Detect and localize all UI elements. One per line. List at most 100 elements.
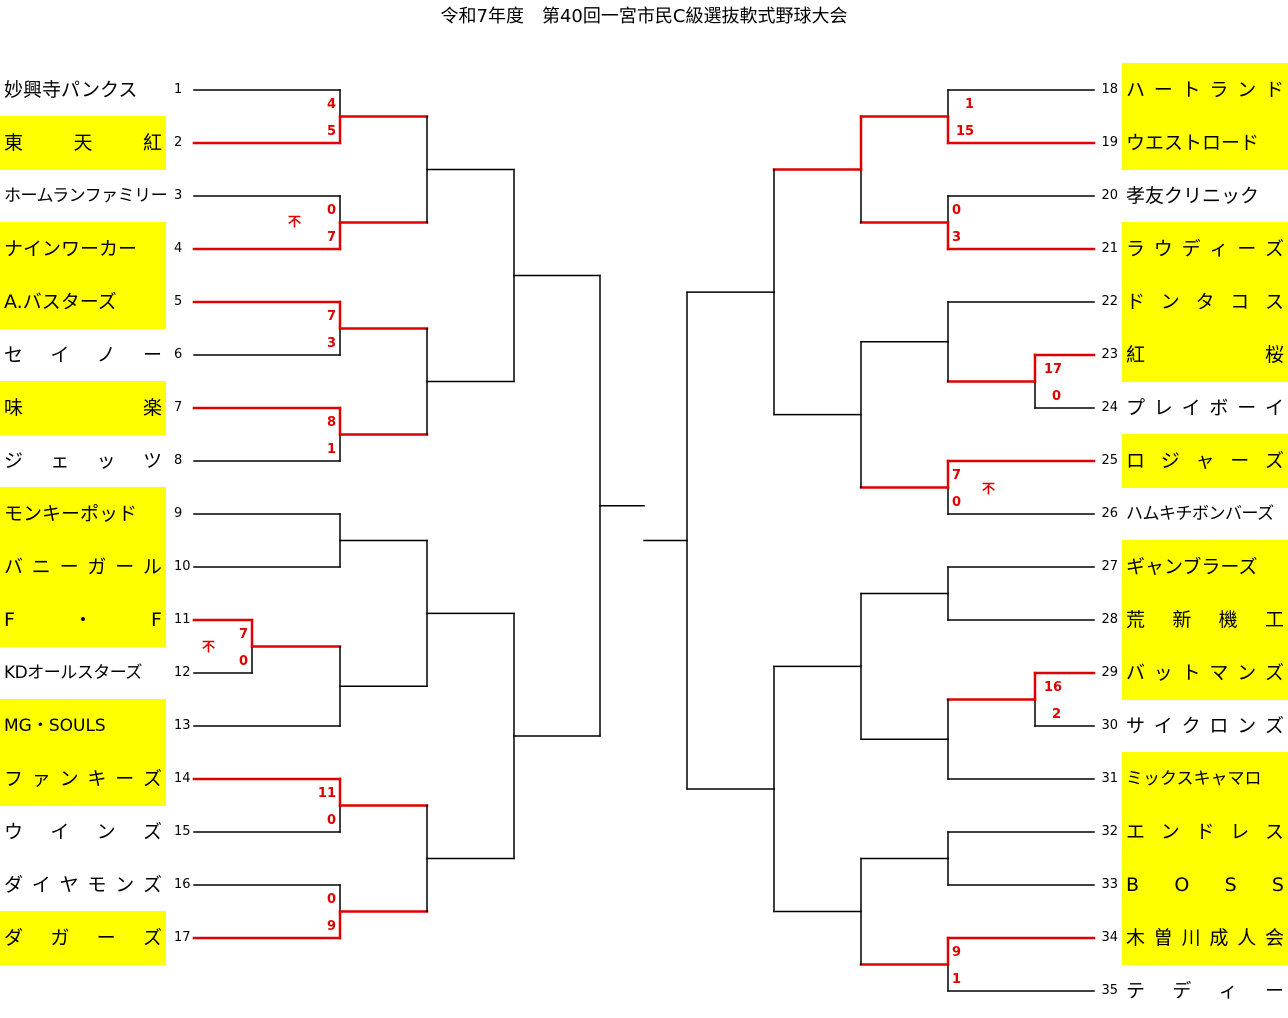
team-name-text: ホームランファミリー	[4, 186, 166, 206]
team-name-char: ン	[1237, 662, 1257, 684]
team-name-char: 機	[1218, 609, 1238, 631]
team-name-char: ボ	[1209, 397, 1229, 419]
team-name: 妙興寺パンクス	[0, 63, 166, 117]
team-name-text: 東天紅	[0, 116, 166, 170]
team-name: ミックスキャマロ	[1122, 752, 1288, 806]
seed-number: 34	[1101, 930, 1118, 945]
team-name-char: サ	[1126, 715, 1146, 737]
team-name: 荒新機工	[1122, 593, 1288, 647]
team-name-text: ジェッツ	[0, 434, 166, 488]
seed-number: 13	[174, 718, 191, 733]
team-name: 木曽川成人会	[1122, 911, 1288, 965]
team-name-char: ー	[96, 927, 116, 949]
team-name-char: ド	[1195, 821, 1215, 843]
team-name-char: 川	[1181, 927, 1201, 949]
team-name-char: 桜	[1264, 344, 1284, 366]
team-name-char: マ	[1209, 662, 1229, 684]
team-name-char: ウ	[1153, 238, 1173, 260]
tournament-title: 令和7年度 第40回一宮市民C級選抜軟式野球大会	[440, 6, 848, 27]
score-L6-top: 11	[317, 786, 336, 802]
seed-number: 30	[1101, 718, 1118, 733]
seed-number: 3	[174, 188, 183, 203]
team-name: ダイヤモンズ	[0, 858, 166, 912]
team-name-char: ン	[1237, 79, 1257, 101]
seed-number: 10	[174, 559, 191, 574]
team-name: プレイボーイ	[1122, 381, 1288, 435]
score-L3-top: 7	[326, 309, 336, 325]
team-name-char: ド	[1126, 291, 1146, 313]
team-name-char: 紅	[1126, 344, 1146, 366]
team-name-char: ー	[1237, 238, 1257, 260]
score-R4-top: 7	[952, 468, 962, 484]
team-name: F・F	[0, 593, 166, 647]
team-name-char: ク	[1181, 715, 1201, 737]
team-name-char: ズ	[1264, 715, 1284, 737]
team-name-char: 味	[4, 397, 24, 419]
team-name-char: 楽	[142, 397, 162, 419]
team-name-char: B	[1126, 874, 1140, 896]
seed-number: 27	[1101, 559, 1118, 574]
team-name-char: ズ	[1264, 450, 1284, 472]
team-name-char: テ	[1126, 980, 1146, 1002]
team-name-char: コ	[1230, 291, 1250, 313]
score-R4-bottom: 0	[952, 494, 962, 510]
team-name-text: KDオールスターズ	[4, 663, 142, 683]
team-name-char: ル	[142, 556, 162, 578]
team-name-text: ファンキーズ	[0, 752, 166, 806]
team-name: ロジャーズ	[1122, 434, 1288, 488]
team-name: ラウディーズ	[1122, 222, 1288, 276]
score-L5-bottom: 0	[238, 653, 248, 669]
team-name-text: 妙興寺パンクス	[4, 79, 138, 101]
team-name: 東天紅	[0, 116, 166, 170]
score-R2-top: 0	[952, 203, 962, 219]
score-R6-bottom: 1	[952, 971, 962, 987]
team-name-char: キ	[87, 768, 107, 790]
default-mark-R4: 不	[982, 482, 996, 497]
seed-number: 28	[1101, 612, 1118, 627]
score-L1-top: 4	[326, 97, 336, 113]
seed-number: 4	[174, 241, 183, 256]
team-name-char: 東	[4, 132, 24, 154]
team-name: ファンキーズ	[0, 752, 166, 806]
team-name-char: ィ	[1209, 238, 1229, 260]
seed-number: 6	[174, 347, 183, 362]
team-name-text: エンドレス	[1122, 805, 1288, 859]
team-name-char: セ	[4, 344, 24, 366]
score-L6-bottom: 0	[326, 812, 336, 828]
team-name-char: ー	[1264, 980, 1284, 1002]
seed-number: 33	[1101, 877, 1118, 892]
team-name: ウエストロード	[1122, 116, 1288, 170]
team-name-text: ナインワーカー	[4, 238, 138, 260]
team-name-char: バ	[1126, 662, 1146, 684]
seed-number: 21	[1101, 241, 1118, 256]
team-name-text: バットマンズ	[1122, 646, 1288, 700]
team-name: 紅桜	[1122, 328, 1288, 382]
score-R5-top: 16	[1044, 680, 1063, 696]
team-name-text: バニーガール	[0, 540, 166, 594]
team-name-char: イ	[1264, 397, 1284, 419]
team-name-char: ラ	[1209, 79, 1229, 101]
team-name-char: 新	[1172, 609, 1192, 631]
team-name: 孝友クリニック	[1122, 169, 1288, 223]
team-name-char: ァ	[31, 768, 51, 790]
team-name: サイクロンズ	[1122, 699, 1288, 753]
team-name-char: フ	[4, 768, 24, 790]
seed-number: 11	[174, 612, 191, 627]
team-name-char: ェ	[50, 450, 70, 472]
team-name-char: ズ	[142, 874, 162, 896]
team-name-text: ウエストロード	[1126, 132, 1260, 154]
team-name-text: セイノー	[0, 328, 166, 382]
team-name-char: ウ	[4, 821, 24, 843]
team-name: ドンタコス	[1122, 275, 1288, 329]
team-name-text: 味楽	[0, 381, 166, 435]
team-name-char: ノ	[96, 344, 116, 366]
team-name-char: イ	[50, 344, 70, 366]
score-L7-top: 0	[326, 892, 336, 908]
team-name-char: 紅	[142, 132, 162, 154]
team-name-char: レ	[1153, 397, 1173, 419]
team-name-char: イ	[1153, 715, 1173, 737]
score-R2-bottom: 3	[952, 229, 962, 245]
seed-number: 26	[1101, 506, 1118, 521]
team-name-char: ン	[1160, 821, 1180, 843]
